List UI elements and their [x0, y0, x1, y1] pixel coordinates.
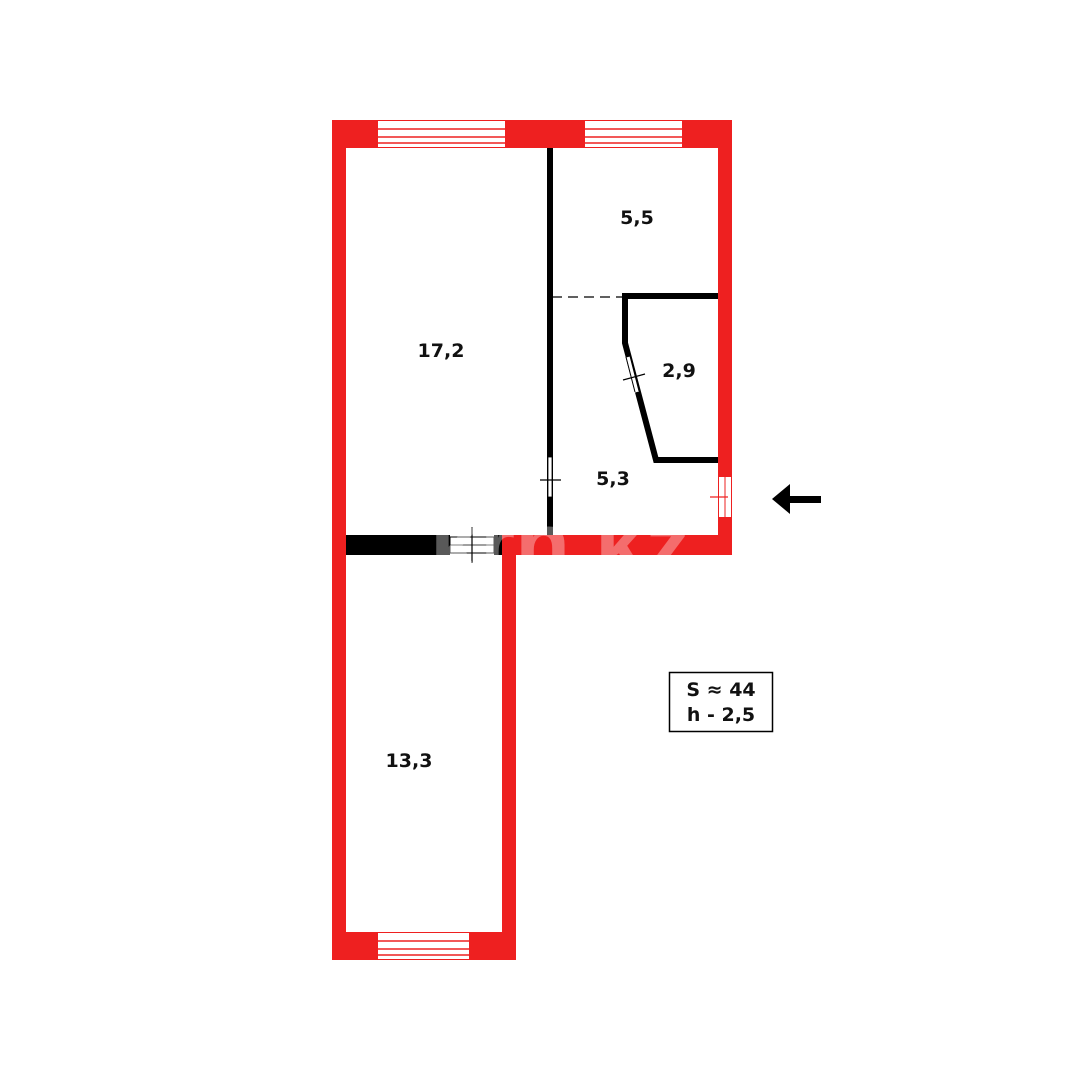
- ceiling-height: h - 2,5: [687, 704, 755, 726]
- arrow-left-icon: [772, 484, 821, 514]
- watermark-logo: krn.kz: [430, 495, 690, 595]
- entrance-door: [710, 477, 731, 517]
- room-label-hall: 5,3: [596, 468, 630, 490]
- window-top-right: [585, 121, 682, 147]
- window-bottom: [378, 933, 469, 959]
- window-top-left: [378, 121, 505, 147]
- total-area: S ≈ 44: [686, 679, 755, 701]
- room-label-bedroom: 13,3: [386, 750, 433, 772]
- interior-walls: [346, 148, 718, 563]
- room-label-kitchen: 5,5: [620, 207, 654, 229]
- summary-box: S ≈ 44 h - 2,5: [668, 671, 774, 733]
- room-label-bathroom: 2,9: [662, 360, 696, 382]
- room-label-living: 17,2: [418, 340, 465, 362]
